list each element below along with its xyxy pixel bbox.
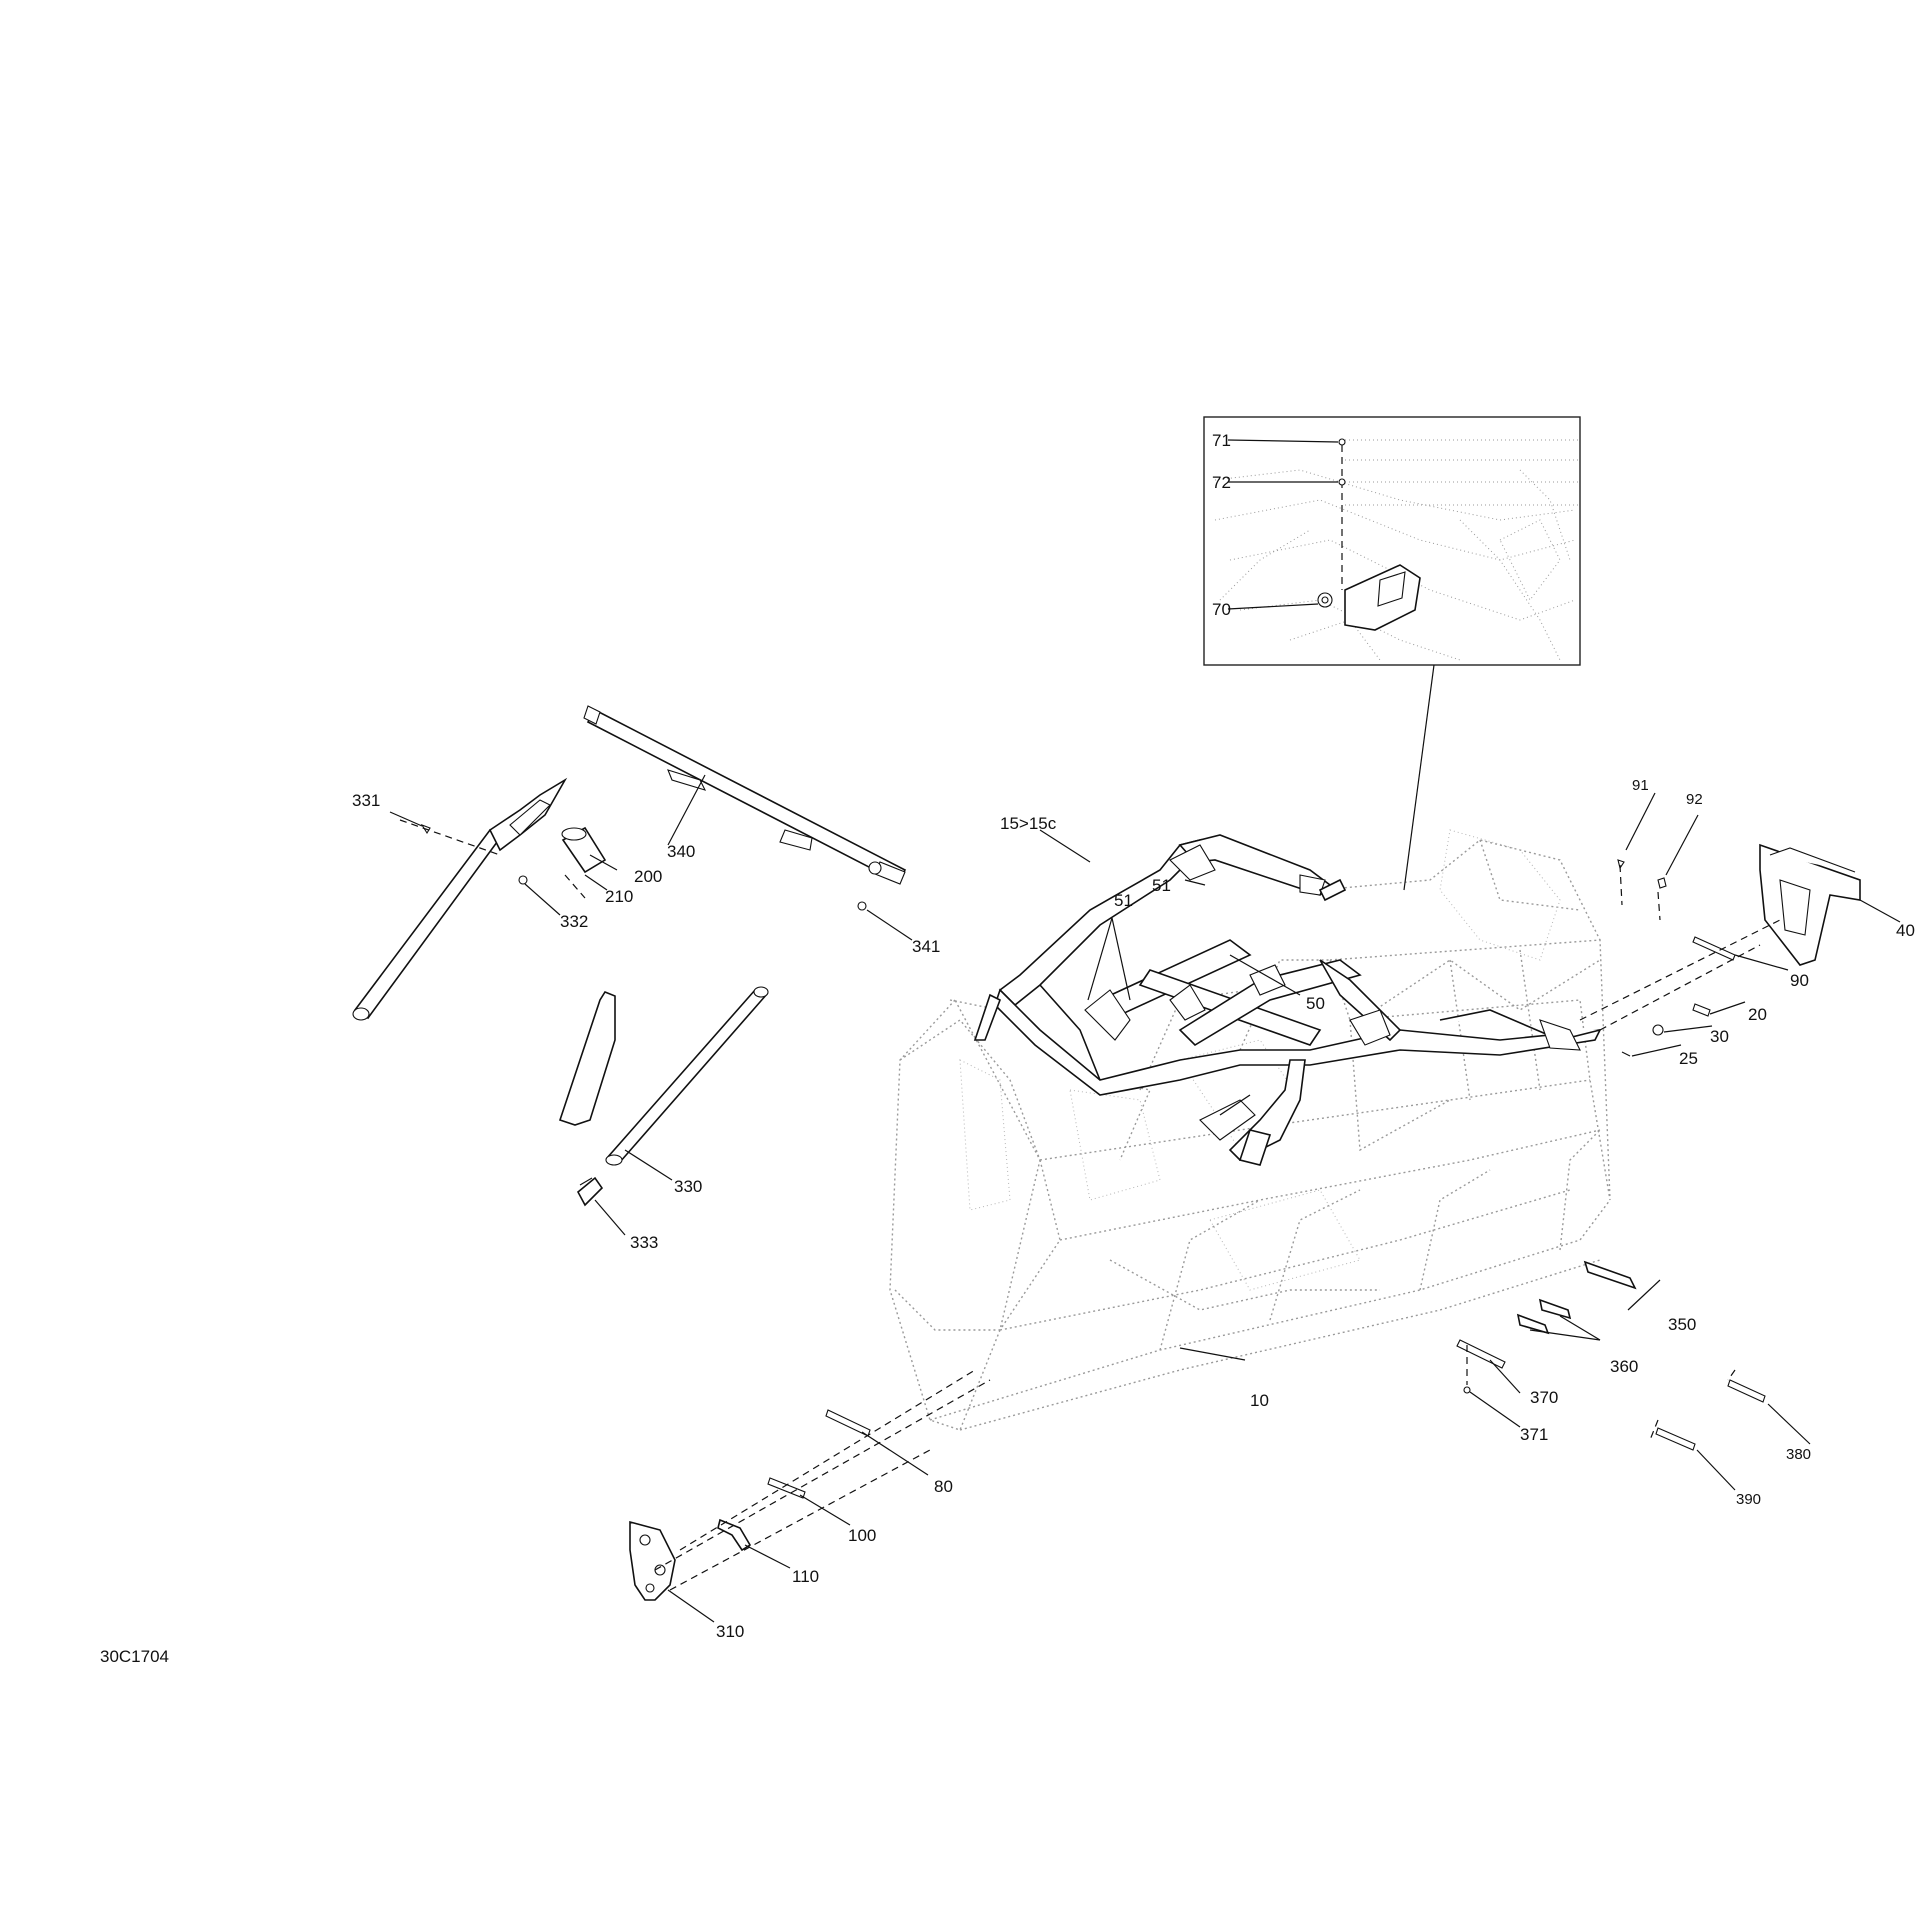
inset-bracket-70 xyxy=(1317,564,1421,631)
callout-210: 210 xyxy=(605,887,633,906)
part-310-bracket xyxy=(629,1520,676,1601)
main-frame-ghost xyxy=(889,829,1611,1431)
callout-340: 340 xyxy=(667,842,695,861)
callout-350: 350 xyxy=(1668,1315,1696,1334)
part-330-331-strut xyxy=(352,777,568,1021)
lower-right-parts xyxy=(1456,1260,1766,1451)
leader-lines xyxy=(389,439,1901,1623)
callout-51-lower: 51 xyxy=(1114,891,1133,910)
inset-pointer-line xyxy=(1403,664,1435,891)
callout-200: 200 xyxy=(634,867,662,886)
callout-341: 341 xyxy=(912,937,940,956)
callout-330: 330 xyxy=(674,1177,702,1196)
inset-detail xyxy=(1203,416,1581,666)
callout-333: 333 xyxy=(630,1233,658,1252)
callout-91: 91 xyxy=(1632,777,1649,794)
callout-92: 92 xyxy=(1686,791,1703,808)
callout-labels: 71 72 70 15>15c 51 51 50 10 91 92 40 90 … xyxy=(100,431,1915,1666)
callout-51-upper: 51 xyxy=(1152,876,1171,895)
callout-72: 72 xyxy=(1212,473,1231,492)
callout-331: 331 xyxy=(352,791,380,810)
inset-ghost-frame xyxy=(1214,439,1580,661)
callout-71: 71 xyxy=(1212,431,1231,450)
roll-cage-15 xyxy=(973,834,1602,1166)
callout-370: 370 xyxy=(1530,1388,1558,1407)
callout-390: 390 xyxy=(1736,1491,1761,1508)
front-pins xyxy=(717,1409,871,1552)
callout-40: 40 xyxy=(1896,921,1915,940)
callout-380: 380 xyxy=(1786,1446,1811,1463)
callout-90: 90 xyxy=(1790,971,1809,990)
callout-371: 371 xyxy=(1520,1425,1548,1444)
part-200-sleeve xyxy=(561,826,607,874)
part-333-clamp xyxy=(576,1176,604,1207)
callout-30: 30 xyxy=(1710,1027,1729,1046)
explode-lines xyxy=(399,819,1781,1591)
callout-100: 100 xyxy=(848,1526,876,1545)
callout-332: 332 xyxy=(560,912,588,931)
hardware-fasteners xyxy=(420,823,1471,1394)
callout-10: 10 xyxy=(1250,1391,1269,1410)
callout-70: 70 xyxy=(1212,600,1231,619)
drawing-id: 30C1704 xyxy=(100,1647,169,1666)
part-340-upper-tube xyxy=(583,705,907,885)
callout-110: 110 xyxy=(792,1567,819,1586)
callout-50: 50 xyxy=(1306,994,1325,1013)
callout-80: 80 xyxy=(934,1477,953,1496)
callout-25: 25 xyxy=(1679,1049,1698,1068)
part-330-lower-tube xyxy=(558,986,769,1166)
part-40-bracket xyxy=(1759,843,1861,966)
callout-310: 310 xyxy=(716,1622,744,1641)
callout-20: 20 xyxy=(1748,1005,1767,1024)
callout-15-15c: 15>15c xyxy=(1000,814,1057,833)
callout-360: 360 xyxy=(1610,1357,1638,1376)
